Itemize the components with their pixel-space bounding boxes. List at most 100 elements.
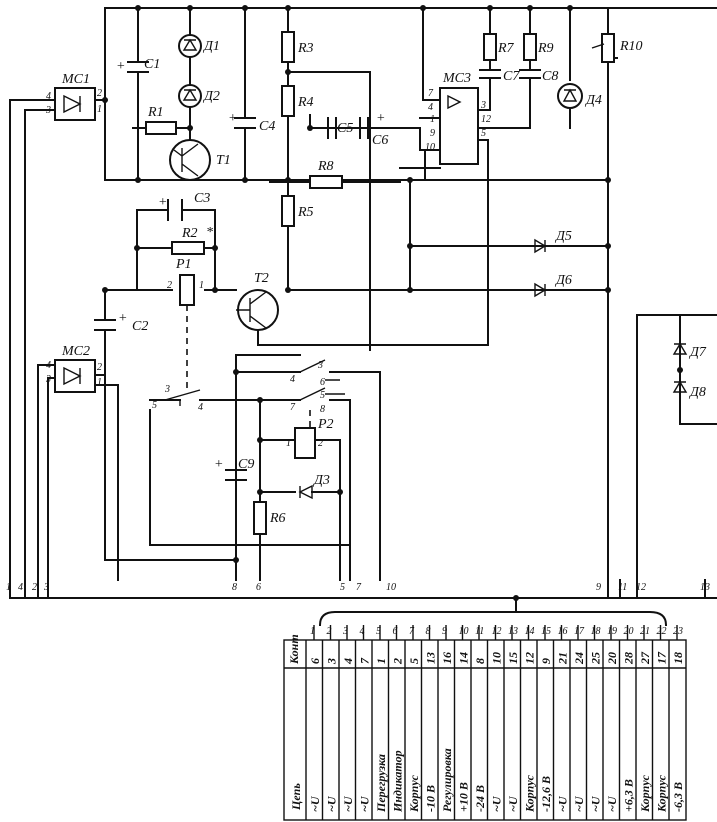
bus-wire-numbers: 1 4 2 3 8 6 5 7 10 9 11 12 13 [6,582,710,593]
label-p1: P1 [175,257,192,272]
svg-text:2: 2 [32,582,37,593]
label-t2: T2 [254,271,269,286]
table-wire-number: 7 [409,626,415,637]
svg-text:7: 7 [356,582,362,593]
svg-text:8: 8 [232,582,237,593]
label-p2: P2 [317,417,334,432]
table-circuit-cell: +10 В [457,782,471,812]
header-circuit: Цепь [289,783,303,811]
label-mc3: MC3 [442,71,471,86]
svg-text:2: 2 [318,438,323,449]
svg-text:12: 12 [636,582,646,593]
svg-text:8: 8 [320,404,325,415]
circuit-wiring [9,7,717,627]
table-circuit-cell: ~U [572,795,586,812]
table-wire-number: 1 [310,626,315,637]
capacitor-c2: + C2 [94,311,148,334]
table-contact-cell: 20 [605,652,619,665]
resistor-r8: R8 [309,159,343,189]
svg-text:1: 1 [6,582,11,593]
table-contact-cell: 1 [374,658,388,664]
capacitor-c9: + C9 [214,457,254,481]
svg-text:6: 6 [320,377,325,388]
resistor-r6: R6 [253,501,286,535]
table-contact-cell: 14 [457,652,471,664]
capacitor-c7: C7 [479,69,520,84]
svg-text:5: 5 [152,400,157,411]
pin-mc2-4: 4 [46,360,51,371]
table-wire-number: 16 [558,626,568,637]
table-circuit-cell: Корпус [655,774,669,813]
table-contact-cell: 17 [655,651,669,664]
label-r10: R10 [619,39,643,54]
pin-mc1-3: 3 [45,105,51,116]
pin-mc1-2: 2 [97,88,102,99]
pin-mc3-5: 5 [481,128,486,139]
ic-mc2: MC2 4 3 2 1 [45,344,102,393]
table-circuit-cell: Корпус [407,774,421,813]
table-wire-number: 21 [640,626,650,637]
table-wire-number: 17 [574,626,585,637]
table-wire-number: 14 [525,626,535,637]
svg-text:+: + [228,111,237,126]
table-contact-cell: 16 [440,652,454,664]
label-r4: R4 [297,95,314,110]
junction-dots [102,5,683,601]
label-r7: R7 [497,41,515,56]
table-circuit-cell: Перегрузка [374,754,388,813]
svg-text:4: 4 [198,402,203,413]
label-c6: C6 [372,133,388,148]
table-wire-number: 23 [673,626,683,637]
header-contact: Конт [287,634,301,665]
capacitor-c3: + C3 [158,191,210,221]
table-contact-cell: 8 [473,658,487,664]
table-circuit-cell: Регулировка [440,748,454,812]
svg-text:5: 5 [320,390,325,401]
label-c7: C7 [503,69,520,84]
table-circuit-cell: ~U [490,795,504,812]
pin-mc3-10: 10 [425,142,435,153]
table-contact-cell: 21 [556,652,570,665]
table-wire-number: 3 [342,626,348,637]
label-c5: C5 [337,121,353,136]
pin-mc1-1: 1 [97,104,102,115]
label-c8: C8 [542,69,558,84]
pin-mc3-3: 3 [480,100,486,111]
label-d7: Д7 [688,345,707,360]
transistor-t1: T1 [169,139,231,181]
svg-text:5: 5 [340,582,345,593]
table-contact-cell: 6 [308,658,322,664]
svg-text:11: 11 [618,582,627,593]
table-wire-number: 10 [459,626,469,637]
pin-mc1-4: 4 [46,91,51,102]
table-wire-number: 13 [508,626,518,637]
table-wire-number: 15 [541,626,551,637]
table-contact-cell: 2 [391,658,405,665]
table-circuit-cell: -6,3 В [671,782,685,812]
resistor-r4: R4 [281,85,314,117]
table-contact-cell: 28 [622,652,636,665]
table-circuit-cell: ~U [506,795,520,812]
capacitor-c1: + C1 [116,57,160,74]
pin-mc3-12: 12 [481,114,491,125]
resistor-r3: R3 [281,31,314,63]
table-circuit-cell: ~U [341,795,355,812]
pin-mc3-9: 9 [430,128,435,139]
svg-text:3: 3 [317,360,323,371]
svg-text:2: 2 [167,280,172,291]
capacitor-c6: + C6 [359,111,388,148]
table-wire-number: 6 [393,626,398,637]
label-d4: Д4 [584,93,602,108]
pin-mc2-2: 2 [97,362,102,373]
table-wire-number: 4 [360,626,365,637]
table-circuit-cell: -12,6 В [539,776,553,812]
label-r2: R2 [181,226,198,241]
diode-d4: Д4 [557,83,602,109]
table-wire-number: 2 [327,626,332,637]
svg-text:9: 9 [596,582,601,593]
relay-p1: P1 2 1 3 5 4 [152,257,204,413]
table-circuit-cell: ~U [589,795,603,812]
table-wire-number: 5 [376,626,381,637]
pin-mc3-1: 1 [430,114,435,125]
